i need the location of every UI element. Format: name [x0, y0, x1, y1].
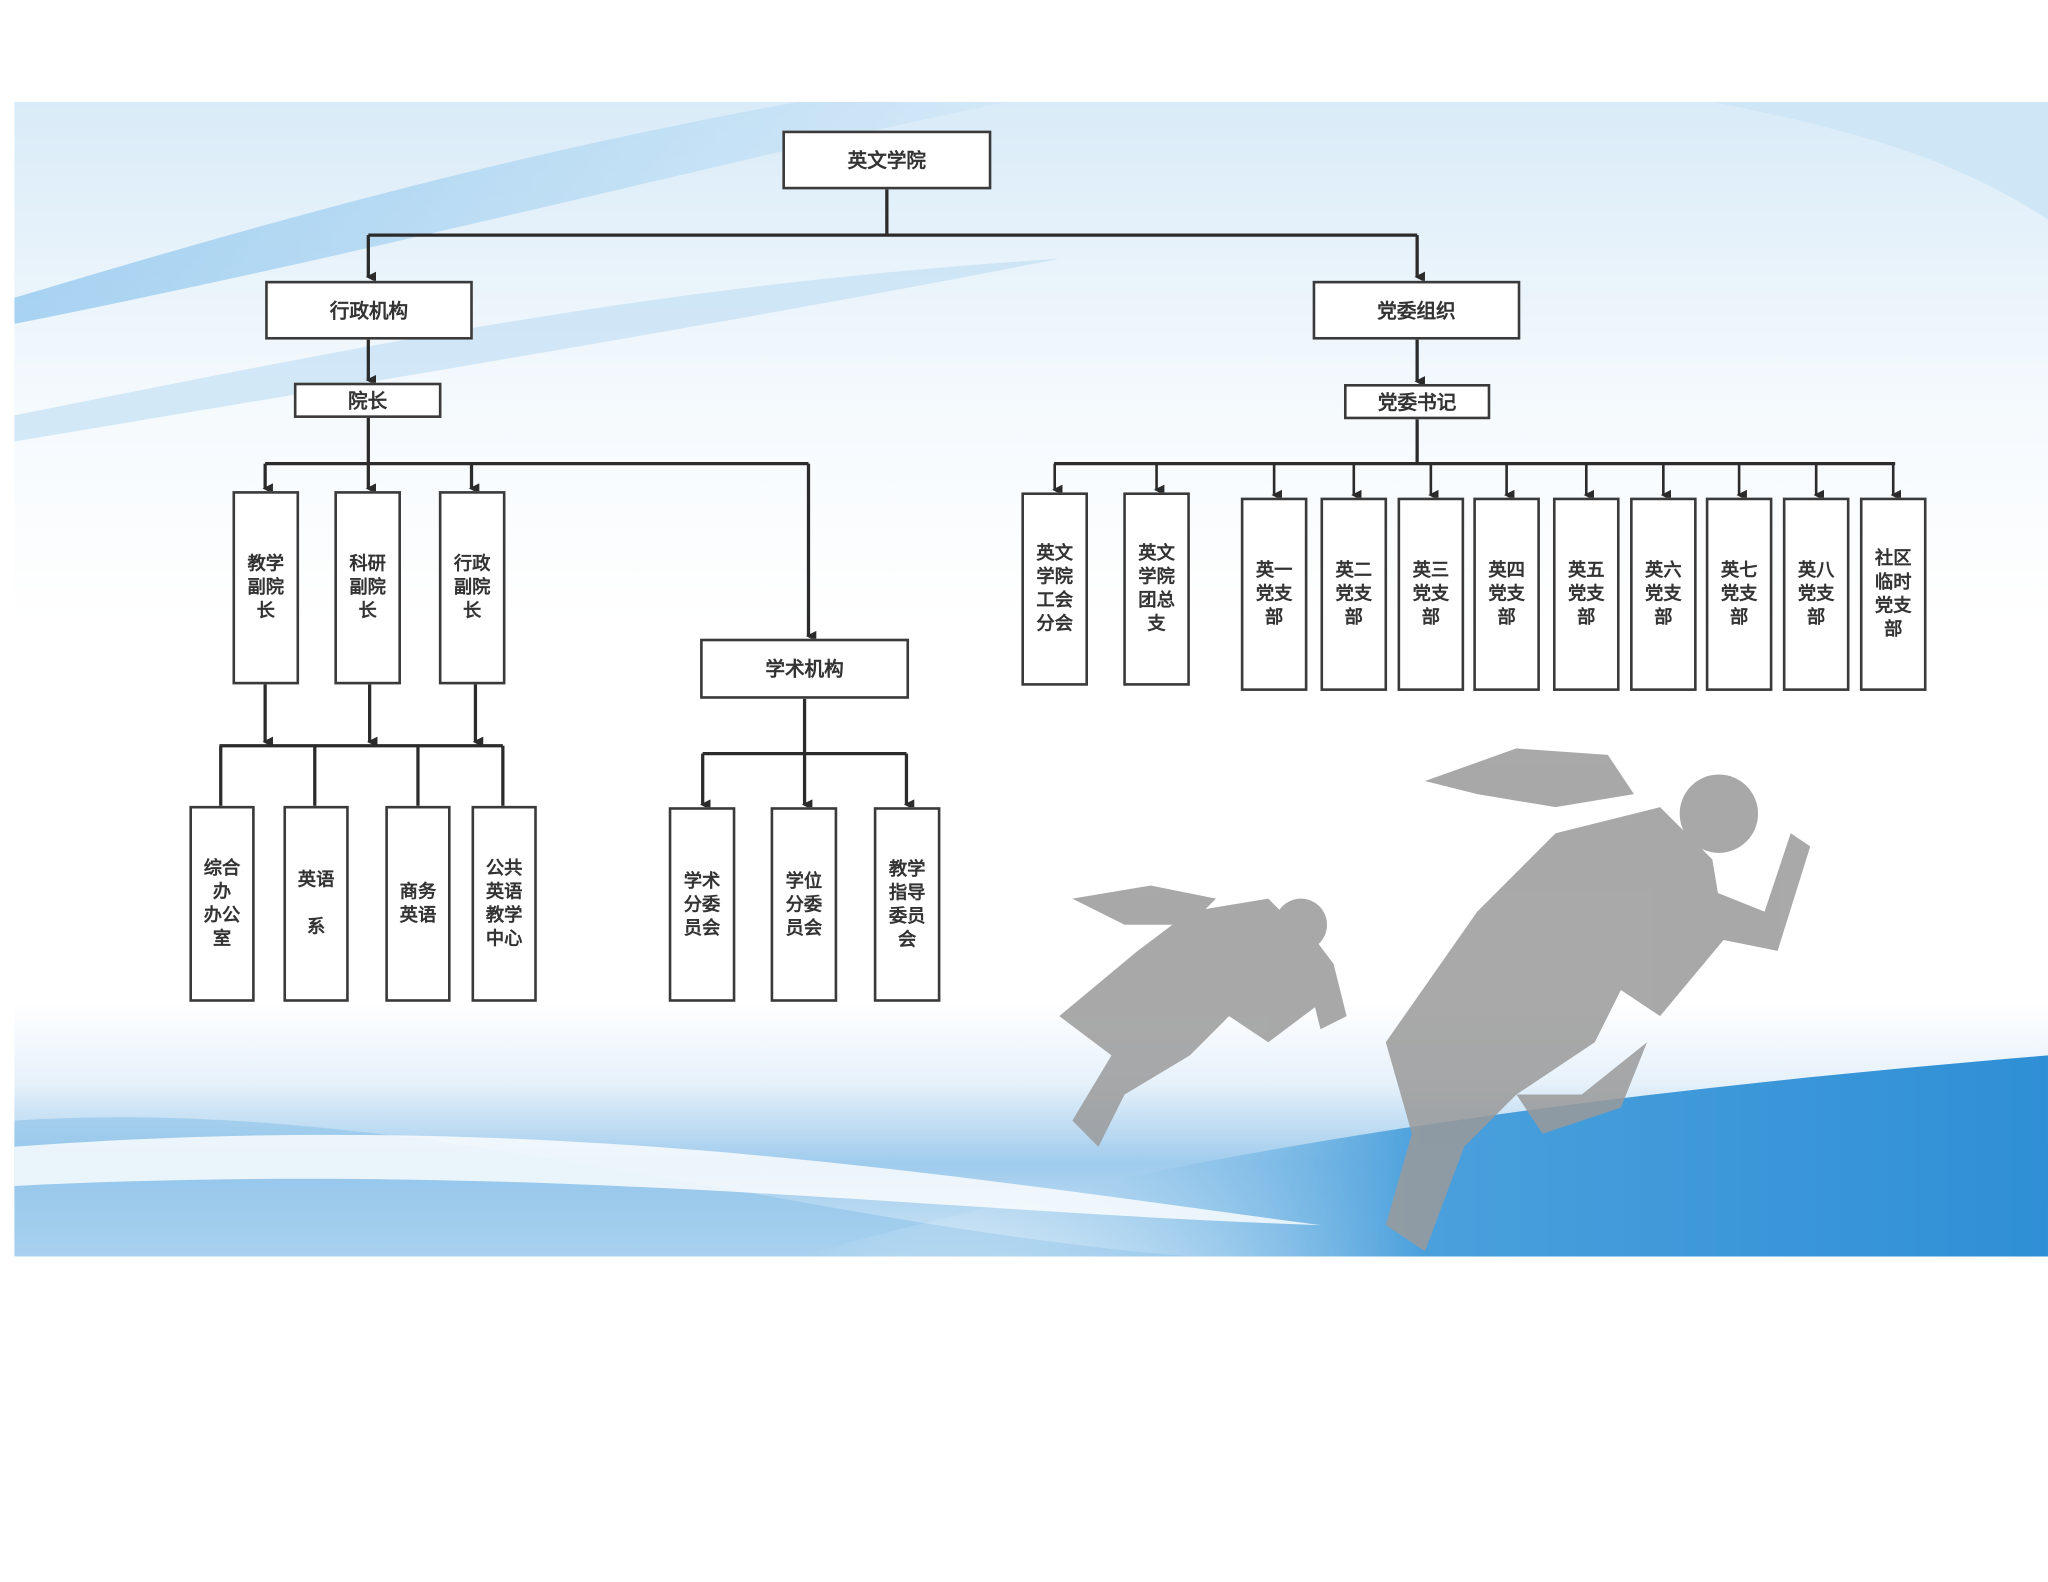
department-box: 商务 英语	[385, 805, 451, 1002]
party-unit-box: 英七 党支 部	[1705, 497, 1773, 691]
runner-silhouettes	[1059, 748, 1811, 1252]
party-unit-box: 英一 党支 部	[1240, 497, 1308, 691]
party-secretary-box: 党委书记	[1343, 383, 1491, 420]
vice-dean-box: 行政 副院 长	[438, 491, 506, 685]
department-box: 英语 系	[283, 805, 349, 1002]
vice-dean-box: 教学 副院 长	[232, 491, 300, 685]
root-box-english-college: 英文学院	[782, 130, 992, 190]
party-unit-box: 英六 党支 部	[1630, 497, 1697, 691]
party-unit-box: 英文 学院 工会 分会	[1021, 492, 1088, 686]
dean-box: 院长	[293, 382, 442, 418]
committee-box: 教学 指导 委员 会	[873, 807, 941, 1002]
academic-org-box: 学术机构	[700, 638, 910, 699]
party-unit-box: 英八 党支 部	[1782, 497, 1850, 691]
party-unit-box: 英二 党支 部	[1320, 497, 1388, 691]
department-box: 综合 办 办公 室	[189, 805, 255, 1002]
background-waves	[14, 101, 2048, 1257]
vice-dean-box: 科研 副院 长	[334, 491, 401, 685]
party-unit-box: 英四 党支 部	[1473, 497, 1540, 691]
party-unit-box: 英三 党支 部	[1397, 497, 1465, 691]
admin-org-box: 行政机构	[265, 280, 473, 340]
committee-box: 学位 分委 员会	[770, 807, 838, 1002]
party-unit-box: 英五 党支 部	[1552, 497, 1620, 691]
party-unit-box: 社区 临时 党支 部	[1859, 497, 1927, 691]
party-org-box: 党委组织	[1312, 280, 1521, 340]
party-unit-box: 英文 学院 团总 支	[1123, 492, 1190, 686]
department-box: 公共 英语 教学 中心	[471, 805, 537, 1002]
committee-box: 学术 分委 员会	[668, 807, 736, 1002]
